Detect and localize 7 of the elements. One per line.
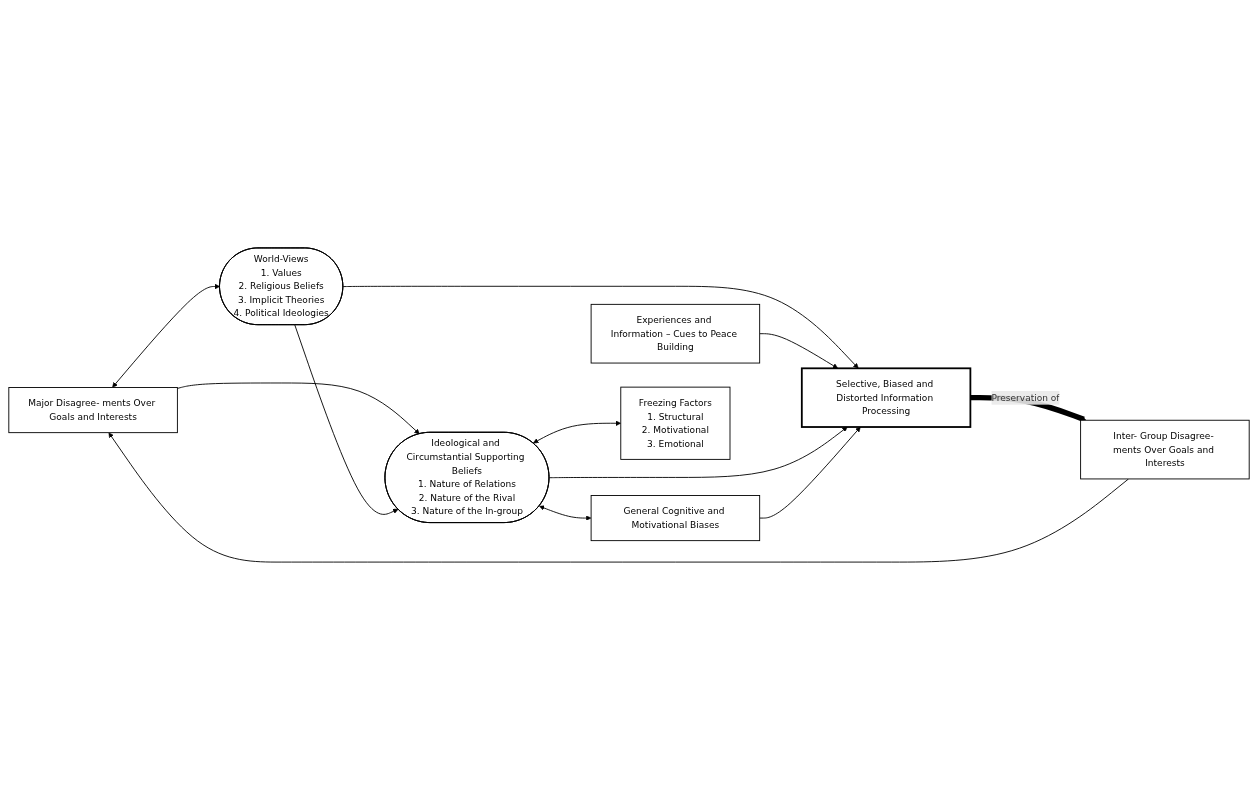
node-box: Experiences and Information – Cues to Peace Building — [590, 303, 761, 363]
node-box: Major Disagree- ments Over Goals and Interests — [8, 386, 178, 433]
node-box: Freezing Factors 1. Structural 2. Motivational 3. Emotional — [620, 386, 731, 460]
node-box: General Cognitive and Motivational Biases — [590, 494, 761, 541]
node-box: Selective, Biased and Distorted Information Processing — [800, 366, 972, 428]
node-box: Inter- Group Disagree- ments Over Goals and Interests — [1080, 419, 1250, 479]
edge-label: Preservation of — [991, 391, 1060, 403]
